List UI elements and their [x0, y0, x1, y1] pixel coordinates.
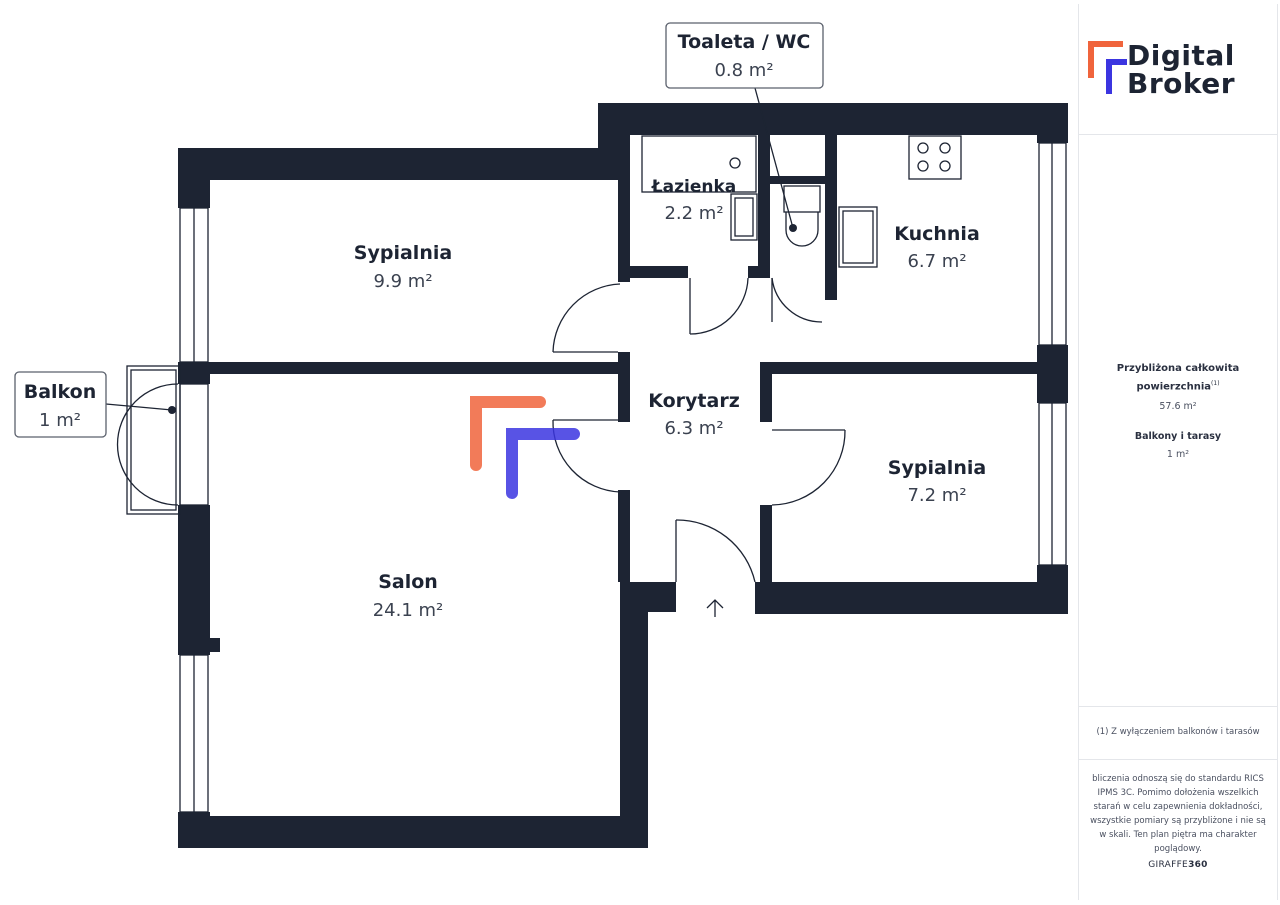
room-area-sypialnia-2: 7.2 m²: [907, 485, 966, 506]
logo-wordmark: Digital Broker: [1127, 42, 1235, 98]
logo-mark-icon: [1088, 41, 1127, 94]
brand-credit: GIRAFFE360: [1079, 860, 1277, 870]
callout-area-toaleta: 0.8 m²: [714, 60, 773, 81]
callout-name-balkon: Balkon: [24, 381, 97, 403]
walls: [178, 103, 1068, 848]
room-name-korytarz: Korytarz: [648, 390, 740, 412]
brand-credit-b: 360: [1188, 860, 1208, 870]
logo-line-2: Broker: [1127, 67, 1236, 100]
total-area-sup: (1): [1211, 380, 1220, 387]
total-area-value: 57.6 m²: [1159, 401, 1197, 412]
room-name-salon: Salon: [378, 571, 438, 593]
balcony-value: 1 m²: [1166, 449, 1190, 460]
floor-plan: Sypialnia 9.9 m² Łazienka 2.2 m² Kuchnia…: [14, 22, 1068, 848]
balkon-pointer-dot: [168, 406, 176, 414]
room-area-lazienka: 2.2 m²: [664, 203, 723, 224]
footnote-box: (1) Z wyłączeniem balkonów i tarasów: [1079, 706, 1277, 760]
disclaimer: bliczenia odnoszą się do standardu RICS …: [1090, 774, 1266, 854]
room-area-kuchnia: 6.7 m²: [907, 251, 966, 272]
logo: Digital Broker: [1079, 4, 1277, 135]
footnote: (1) Z wyłączeniem balkonów i tarasów: [1096, 727, 1260, 737]
total-area-title: Przybliżona całkowita powierzchnia(1): [1079, 361, 1277, 394]
watermark-logo-icon: [470, 396, 580, 499]
callout-area-balkon: 1 m²: [39, 410, 81, 431]
brand-credit-a: GIRAFFE: [1148, 860, 1189, 870]
room-name-kuchnia: Kuchnia: [894, 223, 980, 245]
room-area-sypialnia-1: 9.9 m²: [373, 271, 432, 292]
room-area-korytarz: 6.3 m²: [664, 418, 723, 439]
room-name-lazienka: Łazienka: [651, 177, 737, 197]
callout-balkon: Balkon 1 m²: [14, 371, 107, 438]
room-area-salon: 24.1 m²: [373, 600, 444, 621]
room-name-sypialnia-1: Sypialnia: [354, 242, 452, 264]
callout-name-toaleta: Toaleta / WC: [678, 31, 811, 53]
balcony-title: Balkony i tarasy: [1134, 431, 1222, 442]
logo-line-1: Digital: [1127, 39, 1235, 72]
toaleta-pointer-dot: [789, 224, 797, 232]
info-sidebar: Digital Broker Przybliżona całkowita pow…: [1078, 4, 1278, 900]
fixtures: [105, 87, 1067, 813]
room-name-sypialnia-2: Sypialnia: [888, 457, 986, 479]
total-area-title-text: Przybliżona całkowita powierzchnia: [1116, 363, 1240, 393]
callout-toaleta: Toaleta / WC 0.8 m²: [665, 22, 824, 89]
